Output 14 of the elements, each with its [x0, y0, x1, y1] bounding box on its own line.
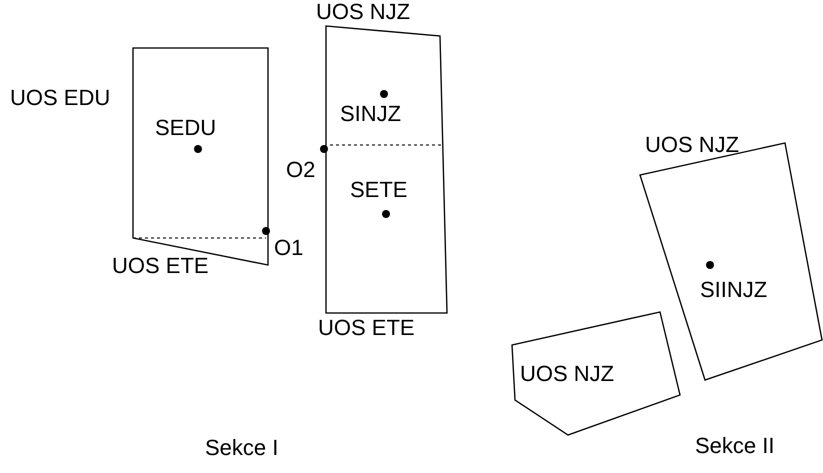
point-label: O1 [274, 236, 304, 260]
point-label: O2 [286, 158, 316, 182]
section-label: UOS NJZ [520, 362, 614, 386]
section-label: SINJZ [340, 102, 402, 126]
section-caption: Sekce II [695, 434, 774, 458]
boundary-label: UOS ETE [318, 316, 415, 340]
section-caption: Sekce I [205, 436, 278, 460]
section-label: SEDU [155, 116, 216, 140]
section-label: SETE [350, 178, 408, 202]
boundary-label: UOS NJZ [316, 0, 410, 24]
section-label: SIINJZ [700, 278, 768, 302]
boundary-label: UOS ETE [112, 254, 209, 278]
boundary-label: UOS NJZ [645, 133, 740, 157]
boundary-label: UOS EDU [10, 86, 110, 110]
